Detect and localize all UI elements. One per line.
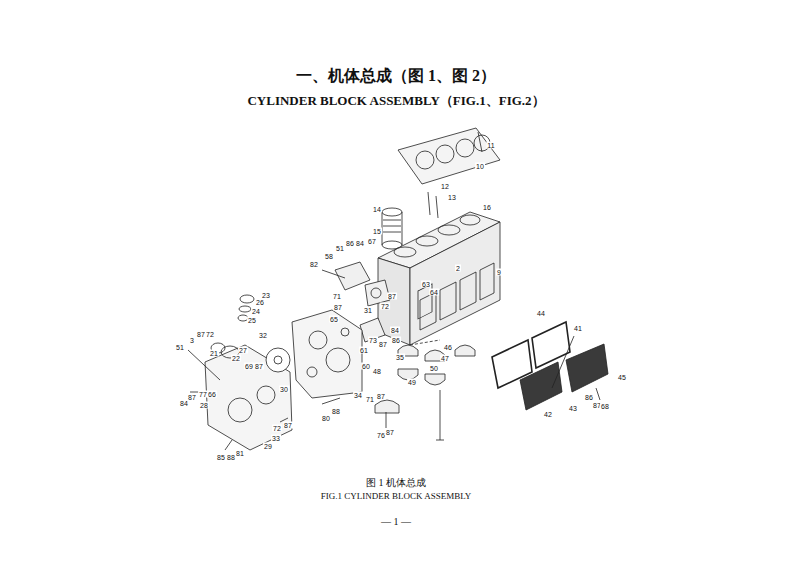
callout-number: 25 — [247, 317, 257, 324]
callout-number: 35 — [395, 354, 405, 361]
callout-number: 88 — [331, 408, 341, 415]
callout-number: 41 — [573, 325, 583, 332]
callout-number: 34 — [353, 392, 363, 399]
callout-number: 61 — [359, 347, 369, 354]
callout-number: 47 — [440, 355, 450, 362]
callout-number: 42 — [543, 411, 553, 418]
callout-number: 71 — [365, 396, 375, 403]
callout-number: 81 — [235, 450, 245, 457]
callout-number: 82 — [309, 261, 319, 268]
callout-number: 64 — [429, 289, 439, 296]
callout-number: 13 — [447, 194, 457, 201]
callout-number: 87 — [387, 293, 397, 300]
callout-number: 68 — [600, 403, 610, 410]
callout-number: 29 — [263, 443, 273, 450]
callout-number: 72 — [272, 425, 282, 432]
callout-number: 72 — [380, 303, 390, 310]
callout-number: 27 — [238, 347, 248, 354]
callout-number: 86 — [584, 394, 594, 401]
callout-number: 69 — [244, 363, 254, 370]
callout-number: 9 — [496, 269, 502, 276]
callout-number: 66 — [207, 391, 217, 398]
callout-number: 87 — [254, 363, 264, 370]
caption-text: FIG.1 CYLINDER BLOCK ASSEMBLY — [321, 491, 472, 501]
callout-number: 49 — [407, 379, 417, 386]
callout-number: 73 — [368, 337, 378, 344]
callout-number: 72 — [205, 331, 215, 338]
callout-number: 33 — [271, 435, 281, 442]
callout-number: 43 — [568, 405, 578, 412]
callout-number: 30 — [279, 386, 289, 393]
callout-number: 87 — [283, 422, 293, 429]
callout-number: 87 — [333, 304, 343, 311]
page-title: 一、机体总成（图 1、图 2） — [296, 66, 496, 87]
callout-number: 24 — [251, 308, 261, 315]
callout-number: 51 — [175, 344, 185, 351]
callout-number: 65 — [329, 316, 339, 323]
callout-number: 45 — [617, 374, 627, 381]
callout-number: 12 — [440, 183, 450, 190]
callout-number: 50 — [429, 365, 439, 372]
callout-number: 28 — [199, 402, 209, 409]
callout-number: 51 — [335, 245, 345, 252]
callout-number: 31 — [363, 307, 373, 314]
callout-number: 87 — [376, 393, 386, 400]
callout-number: 23 — [261, 292, 271, 299]
callout-number: 22 — [231, 355, 241, 362]
callout-number: 87 — [378, 341, 388, 348]
callout-number: 84 — [355, 240, 365, 247]
callout-number: 3 — [189, 337, 195, 344]
callout-number: 44 — [536, 310, 546, 317]
callout-number: 85 — [216, 454, 226, 461]
callout-number: 16 — [482, 204, 492, 211]
callout-number: 87 — [385, 429, 395, 436]
callout-number: 21 — [209, 350, 219, 357]
callout-number: 71 — [332, 293, 342, 300]
callout-number: 14 — [372, 206, 382, 213]
callout-number: 11 — [486, 142, 495, 149]
callout-number: 26 — [255, 299, 265, 306]
callout-number: 46 — [443, 344, 453, 351]
caption-text: — 1 — — [381, 516, 411, 527]
english-title: CYLINDER BLOCK ASSEMBLY（FIG.1、FIG.2） — [247, 92, 544, 110]
callout-number: 86 — [345, 240, 355, 247]
callout-number: 60 — [361, 363, 371, 370]
callout-number: 80 — [321, 415, 331, 422]
callout-number: 86 — [391, 337, 401, 344]
callout-number: 58 — [324, 253, 334, 260]
callout-number: 48 — [372, 368, 382, 375]
callout-number: 63 — [421, 281, 431, 288]
callout-number: 2 — [455, 265, 461, 272]
figure-caption: 图 1 机体总成 — [366, 476, 426, 490]
callout-number: 15 — [372, 228, 382, 235]
callout-number: 10 — [475, 163, 485, 170]
callout-number: 67 — [367, 238, 377, 245]
callout-number: 88 — [226, 454, 236, 461]
callout-number: 32 — [258, 332, 268, 339]
callout-number: 84 — [179, 400, 189, 407]
callout-number: 84 — [390, 327, 400, 334]
callout-number: 77 — [198, 391, 208, 398]
